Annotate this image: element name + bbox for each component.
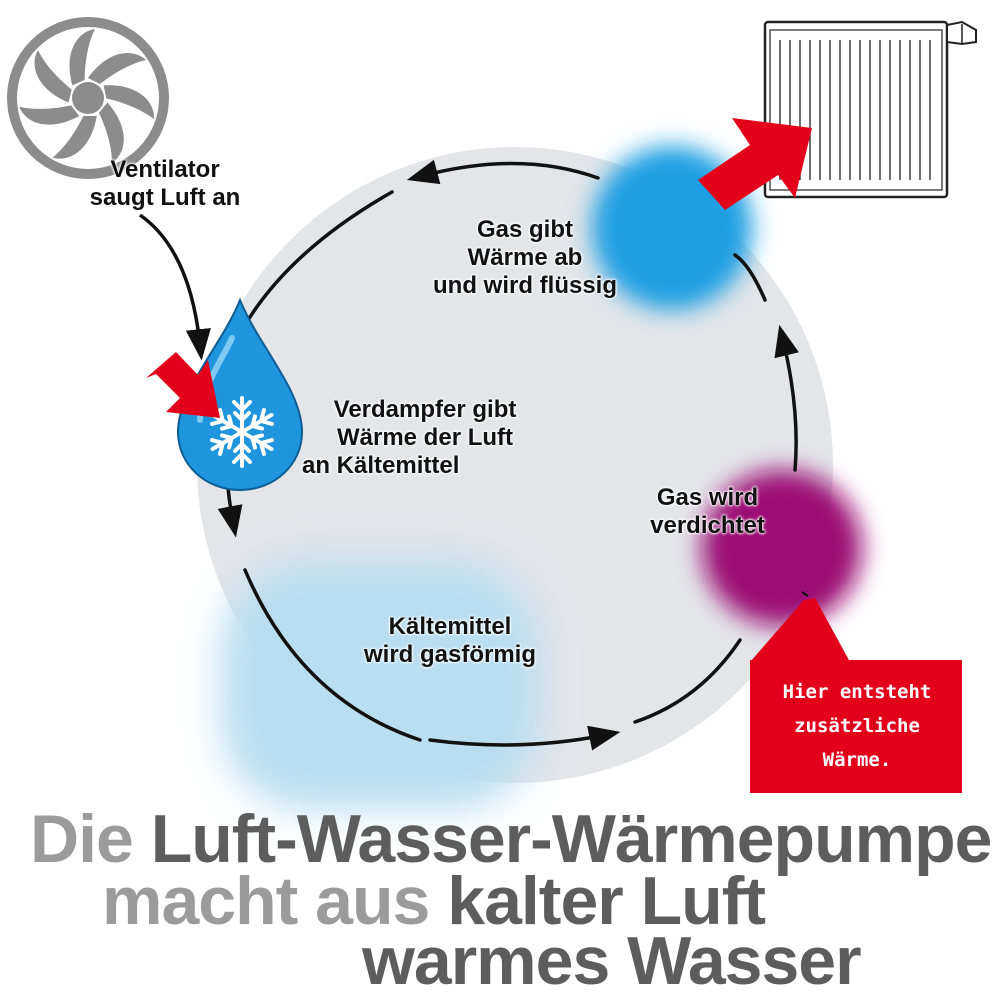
callout-box: [750, 591, 962, 793]
cycle-arrow-bottom-left: [243, 568, 422, 742]
headline-line-2: macht aus kalter Luft: [102, 867, 766, 935]
label-condenser-line: Wärme ab: [467, 244, 583, 271]
label-refrigerant: Kältemittel wird gasförmig: [330, 613, 570, 669]
cycle-arrow-right: [774, 324, 799, 472]
label-condenser-line: Gas gibt: [476, 216, 573, 243]
air-intake-arrow: [146, 352, 220, 418]
snowflake-icon: [206, 396, 278, 468]
label-evaporator-line: an Kältemittel: [302, 452, 460, 479]
label-condenser-line: und wird flüssig: [433, 272, 617, 299]
label-ventilator-line: Ventilator: [110, 156, 220, 183]
cycle-arrow-left-upper: [243, 190, 394, 327]
label-evaporator: Verdampfer gibt Wärme der Luft an Kältem…: [300, 396, 550, 480]
label-evaporator-line: Verdampfer gibt: [333, 396, 517, 423]
compressor-blob: [702, 470, 862, 626]
headline: Die Luft-Wasser-Wärmepumpe macht aus kal…: [0, 800, 1000, 1000]
headline-word-dark: kalter Luft: [447, 863, 766, 939]
headline-word-light: macht aus: [102, 863, 430, 939]
label-compressor-line: Gas wird: [656, 484, 759, 511]
heat-output-arrow: [698, 118, 812, 210]
cycle-arrow-bottom-right: [633, 638, 742, 724]
label-ventilator-line: saugt Luft an: [89, 184, 241, 211]
headline-word-light: Die: [30, 801, 134, 877]
label-ventilator: Ventilator saugt Luft an: [60, 156, 270, 212]
cycle-arrow-right-upper: [733, 253, 767, 302]
label-refrigerant-line: Kältemittel: [388, 613, 512, 640]
fan-icon: [7, 17, 169, 179]
label-compressor: Gas wird verdichtet: [630, 484, 785, 540]
radiator-icon: [763, 20, 977, 199]
label-condenser: Gas gibt Wärme ab und wird flüssig: [405, 216, 645, 300]
callout-line: Hier entsteht: [782, 681, 932, 703]
callout-line: Wärme.: [822, 749, 892, 771]
callout-line: zusätzliche: [794, 715, 920, 737]
refrigerant-gas-blob: [220, 560, 540, 810]
label-evaporator-line: Wärme der Luft: [336, 424, 513, 451]
headline-line-1: Die Luft-Wasser-Wärmepumpe: [30, 805, 992, 873]
cycle-arrow-top: [406, 159, 600, 185]
label-refrigerant-line: wird gasförmig: [363, 641, 537, 668]
callout-text: Hier entsteht zusätzliche Wärme.: [752, 675, 962, 777]
cycle-arrow-bottom: [428, 725, 621, 751]
label-compressor-line: verdichtet: [650, 512, 765, 539]
ventilator-arrow: [138, 213, 211, 361]
headline-word-dark: Luft-Wasser-Wärmepumpe: [150, 801, 993, 877]
headline-line-3: warmes Wasser: [362, 927, 862, 995]
headline-word-dark: warmes Wasser: [362, 923, 862, 999]
